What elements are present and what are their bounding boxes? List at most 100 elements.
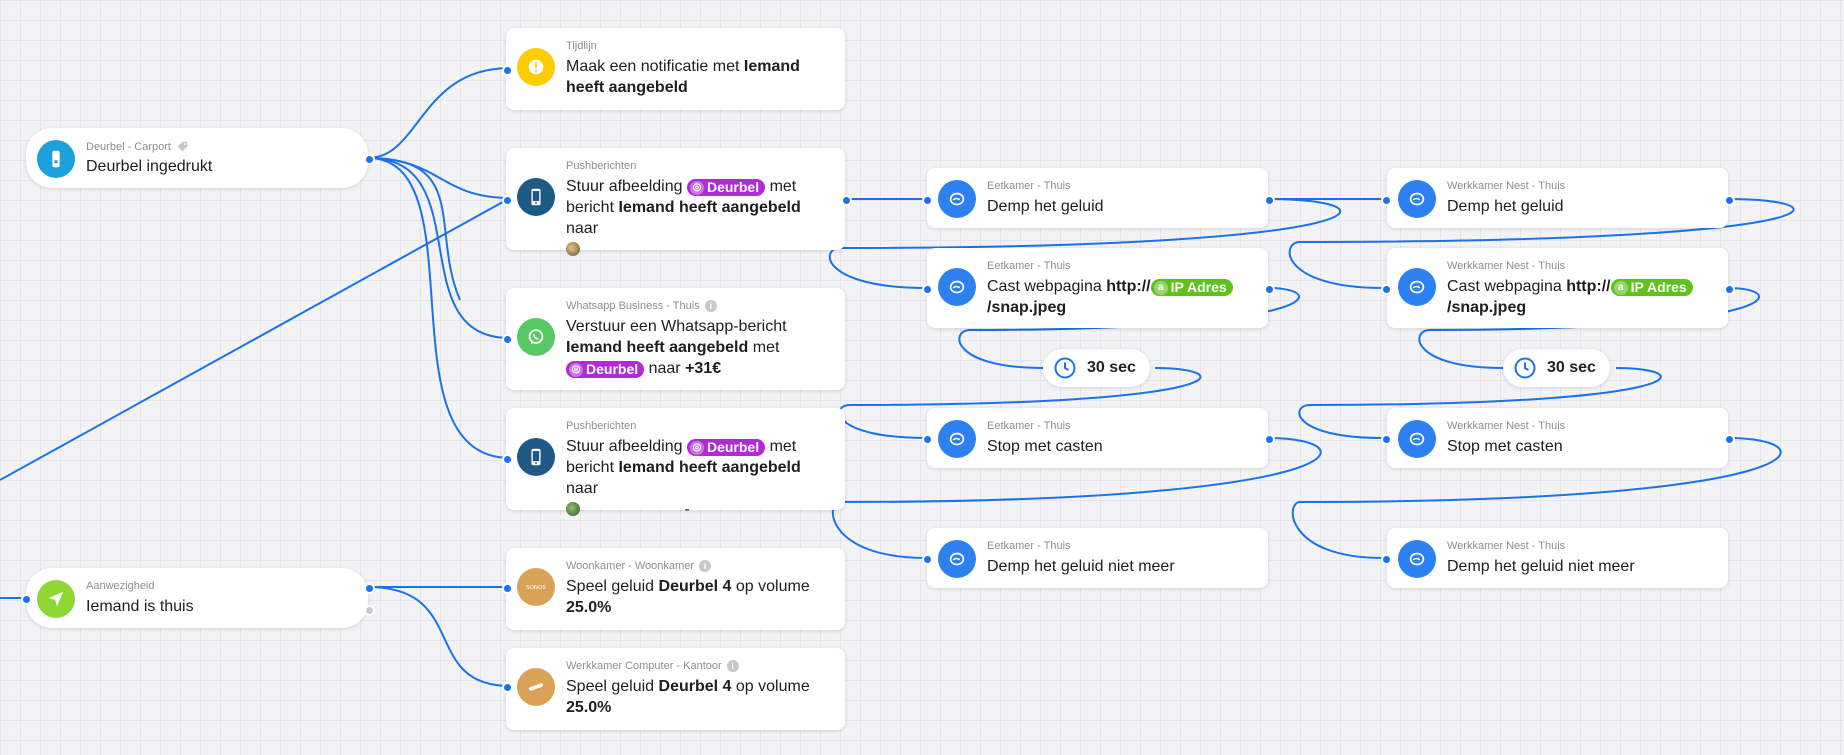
action-card-speaker-werkkamer[interactable]: Werkkamer Computer - Kantoor i Speel gel… bbox=[506, 648, 845, 730]
token-tag-deurbel[interactable]: ◎Deurbel bbox=[686, 179, 766, 196]
input-port[interactable] bbox=[502, 583, 513, 594]
output-port[interactable] bbox=[1264, 284, 1275, 295]
input-port[interactable] bbox=[502, 682, 513, 693]
navigation-arrow-icon bbox=[37, 580, 75, 618]
trigger-card-presence[interactable]: Aanwezigheid Iemand is thuis bbox=[26, 568, 368, 628]
action-text: Speel geluid Deurbel 4 op volume 25.0% bbox=[566, 678, 810, 716]
phone-icon bbox=[517, 178, 555, 216]
info-icon[interactable]: i bbox=[704, 300, 717, 312]
info-icon[interactable]: i bbox=[698, 560, 711, 572]
action-card-mute[interactable]: Werkkamer Nest - Thuis Demp het geluid bbox=[1387, 168, 1728, 228]
action-text: Stuur afbeelding ◎Deurbel met bericht Ie… bbox=[566, 438, 801, 518]
input-port[interactable] bbox=[922, 284, 933, 295]
action-card-push-2[interactable]: Pushberichten Stuur afbeelding ◎Deurbel … bbox=[506, 408, 845, 518]
token-tag-deurbel[interactable]: ◎Deurbel bbox=[686, 439, 766, 456]
output-port-false[interactable] bbox=[364, 605, 375, 616]
camera-icon: ◎ bbox=[689, 180, 704, 195]
chromecast-icon bbox=[938, 268, 976, 306]
action-text: Stuur afbeelding ◎Deurbel met bericht Ie… bbox=[566, 176, 835, 260]
action-text: Stop met casten bbox=[1447, 438, 1563, 455]
action-card-sonos-woonkamer[interactable]: SONOS Woonkamer - Woonkamer i Speel gelu… bbox=[506, 548, 845, 630]
output-port[interactable] bbox=[1264, 195, 1275, 206]
input-port[interactable] bbox=[1381, 554, 1392, 565]
input-port[interactable] bbox=[922, 195, 933, 206]
input-port[interactable] bbox=[502, 65, 513, 76]
chromecast-icon bbox=[1398, 180, 1436, 218]
action-header: Werkkamer Nest - Thuis bbox=[1447, 260, 1566, 272]
action-card-unmute[interactable]: Eetkamer - Thuis Demp het geluid niet me… bbox=[927, 528, 1268, 588]
output-port[interactable] bbox=[1724, 195, 1735, 206]
action-card-timeline[interactable]: Tijdlijn Maak een notificatie met Iemand… bbox=[506, 28, 845, 110]
output-port[interactable] bbox=[1264, 434, 1275, 445]
chromecast-icon bbox=[1398, 540, 1436, 578]
variable-icon: a bbox=[1153, 280, 1168, 295]
svg-text:SONOS: SONOS bbox=[526, 585, 546, 591]
action-header: Pushberichten bbox=[566, 420, 637, 432]
delay-badge[interactable]: 30 sec bbox=[1503, 349, 1610, 387]
chromecast-icon bbox=[938, 420, 976, 458]
action-text: Demp het geluid bbox=[1447, 198, 1564, 215]
output-port[interactable] bbox=[364, 583, 375, 594]
trigger-title: Iemand is thuis bbox=[86, 598, 194, 615]
action-text: Maak een notificatie met Iemand heeft aa… bbox=[566, 58, 800, 96]
chromecast-icon bbox=[1398, 268, 1436, 306]
action-card-cast[interactable]: Werkkamer Nest - Thuis Cast webpagina ht… bbox=[1387, 248, 1728, 328]
user-avatar bbox=[566, 502, 580, 516]
clock-icon bbox=[1514, 357, 1536, 379]
info-icon[interactable]: i bbox=[726, 660, 739, 672]
clock-icon bbox=[1054, 357, 1076, 379]
action-card-stop-cast[interactable]: Werkkamer Nest - Thuis Stop met casten bbox=[1387, 408, 1728, 468]
action-text: Demp het geluid niet meer bbox=[1447, 558, 1635, 575]
action-text: Demp het geluid bbox=[987, 198, 1104, 215]
action-text: Speel geluid Deurbel 4 op volume 25.0% bbox=[566, 578, 810, 616]
output-port[interactable] bbox=[1724, 434, 1735, 445]
input-port[interactable] bbox=[922, 434, 933, 445]
variable-icon: a bbox=[1613, 280, 1628, 295]
delay-text: 30 sec bbox=[1547, 359, 1596, 376]
action-header: Whatsapp Business - Thuis i bbox=[566, 300, 717, 312]
action-card-cast[interactable]: Eetkamer - Thuis Cast webpagina http://a… bbox=[927, 248, 1268, 328]
delay-text: 30 sec bbox=[1087, 359, 1136, 376]
input-port[interactable] bbox=[922, 554, 933, 565]
action-header: Eetkamer - Thuis bbox=[987, 260, 1071, 272]
action-card-mute[interactable]: Eetkamer - Thuis Demp het geluid bbox=[927, 168, 1268, 228]
action-card-unmute[interactable]: Werkkamer Nest - Thuis Demp het geluid n… bbox=[1387, 528, 1728, 588]
input-port[interactable] bbox=[1381, 195, 1392, 206]
delay-badge[interactable]: 30 sec bbox=[1043, 349, 1150, 387]
whatsapp-icon bbox=[517, 318, 555, 356]
action-header: Woonkamer - Woonkamer i bbox=[566, 560, 711, 572]
speaker-icon bbox=[517, 668, 555, 706]
input-port[interactable] bbox=[1381, 434, 1392, 445]
action-text: Stop met casten bbox=[987, 438, 1103, 455]
output-port[interactable] bbox=[364, 154, 375, 165]
trigger-card-doorbell[interactable]: Deurbel - Carport Deurbel ingedrukt bbox=[26, 128, 368, 188]
camera-icon: ◎ bbox=[689, 440, 704, 455]
chromecast-icon bbox=[938, 180, 976, 218]
input-port[interactable] bbox=[502, 195, 513, 206]
input-port[interactable] bbox=[1381, 284, 1392, 295]
trigger-header: Aanwezigheid bbox=[86, 580, 155, 592]
output-port[interactable] bbox=[841, 195, 852, 206]
action-header: Werkkamer Nest - Thuis bbox=[1447, 420, 1566, 432]
action-header: Eetkamer - Thuis bbox=[987, 540, 1071, 552]
recipient-tail: - bbox=[684, 501, 690, 518]
user-avatar bbox=[566, 242, 580, 256]
action-card-stop-cast[interactable]: Eetkamer - Thuis Stop met casten bbox=[927, 408, 1268, 468]
chromecast-icon bbox=[938, 540, 976, 578]
token-tag-deurbel[interactable]: ◎Deurbel bbox=[566, 361, 645, 378]
action-card-whatsapp[interactable]: Whatsapp Business - Thuis i Verstuur een… bbox=[506, 288, 845, 390]
tag-icon[interactable] bbox=[176, 140, 189, 153]
input-port[interactable] bbox=[21, 594, 32, 605]
action-header: Werkkamer Nest - Thuis bbox=[1447, 540, 1566, 552]
action-header: Pushberichten bbox=[566, 160, 637, 172]
action-text: Demp het geluid niet meer bbox=[987, 558, 1175, 575]
action-card-push-1[interactable]: Pushberichten Stuur afbeelding ◎Deurbel … bbox=[506, 148, 845, 256]
input-port[interactable] bbox=[502, 454, 513, 465]
action-header: Werkkamer Nest - Thuis bbox=[1447, 180, 1566, 192]
input-port[interactable] bbox=[502, 334, 513, 345]
output-port[interactable] bbox=[1724, 284, 1735, 295]
chromecast-icon bbox=[1398, 420, 1436, 458]
